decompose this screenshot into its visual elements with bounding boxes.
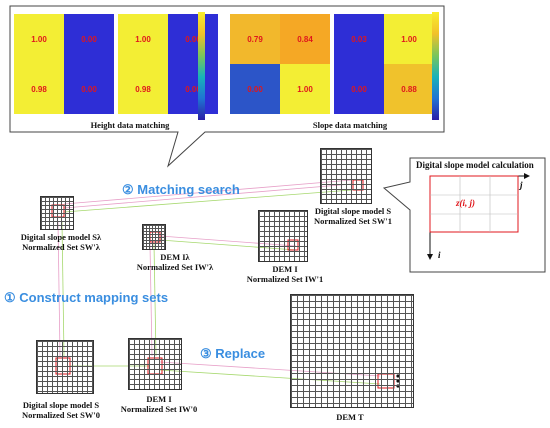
calc-panel-title: Digital slope model calculation xyxy=(416,160,534,170)
step-construct-mapping: ① Construct mapping sets xyxy=(4,290,169,305)
label-slope-lambda: Digital slope model Sλ Normalized Set SW… xyxy=(20,232,102,252)
heatmap-cell: 1.00 xyxy=(384,14,434,64)
heatmap-cell: 0.84 xyxy=(280,14,330,64)
calc-panel-frame xyxy=(382,157,546,273)
axis-j-label: j xyxy=(520,180,523,190)
grid-dem-i1 xyxy=(258,210,308,262)
heatmap-cell: 1.00 xyxy=(14,14,64,64)
heatmap-cell: 0.98 xyxy=(118,64,168,114)
label-dem-lambda: DEM Iλ Normalized Set IW'λ xyxy=(136,252,214,272)
height-caption: Height data matching xyxy=(90,120,170,130)
label-slope-s0: Digital slope model S Normalized Set SW'… xyxy=(22,400,100,420)
heatmap-cell: 0.00 xyxy=(230,64,280,114)
heatmap-cell: 0.00 xyxy=(64,64,114,114)
grid-dem-i0 xyxy=(128,338,182,390)
calc-cell-box xyxy=(429,175,519,233)
heatmap-cell: 0.98 xyxy=(14,64,64,114)
heatmap-cell: 1.00 xyxy=(118,14,168,64)
height-colorbar xyxy=(198,12,205,120)
heatmap-cell: 0.03 xyxy=(334,14,384,64)
label-dem-i1: DEM I Normalized Set IW'1 xyxy=(246,264,324,284)
label-slope-s1: Digital slope model S Normalized Set SW'… xyxy=(314,206,392,226)
heatmap-cell: 0.00 xyxy=(334,64,384,114)
slope-caption: Slope data matching xyxy=(312,120,388,130)
heatmap-cell: 1.00 xyxy=(280,64,330,114)
grid-slope-lambda xyxy=(40,196,74,230)
grid-slope-s0 xyxy=(36,340,94,394)
label-dem-t: DEM T xyxy=(336,412,364,422)
heatmap-cell: 0.00 xyxy=(168,64,218,114)
calc-axes xyxy=(427,173,530,260)
heatmap-cell: 0.00 xyxy=(168,14,218,64)
heatmap-cell: 0.79 xyxy=(230,14,280,64)
step-matching-search: ② Matching search xyxy=(122,182,240,197)
heatmap-cell: 0.88 xyxy=(384,64,434,114)
cell-z-label: z(i, j) xyxy=(456,198,475,208)
slope-colorbar xyxy=(432,12,439,120)
label-dem-i0: DEM I Normalized Set IW'0 xyxy=(120,394,198,414)
grid-dem-t xyxy=(290,294,414,408)
axis-i-label: i xyxy=(438,250,441,260)
step-replace: ③ Replace xyxy=(200,346,266,361)
heatmap-cell: 0.00 xyxy=(64,14,114,64)
grid-dem-lambda xyxy=(142,224,166,250)
grid-slope-s1 xyxy=(320,148,372,204)
